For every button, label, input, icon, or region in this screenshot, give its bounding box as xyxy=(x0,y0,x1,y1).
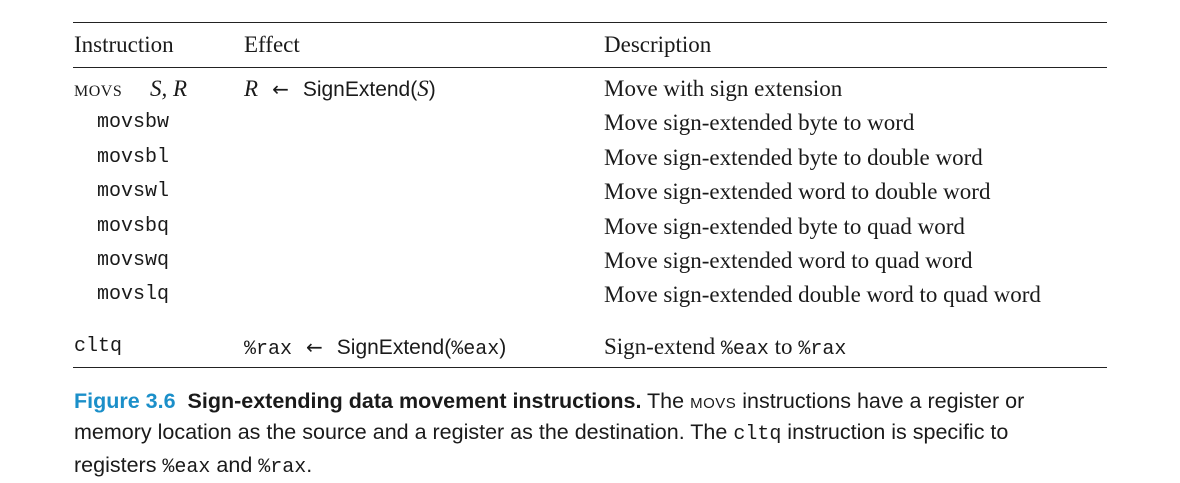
effect-destination: R xyxy=(244,76,259,101)
effect-close-paren: ) xyxy=(499,336,507,359)
caption-code: %eax xyxy=(162,456,211,479)
caption-text: instructions have a register or memory l… xyxy=(74,389,1025,444)
table-row: movsbw Move sign-extended byte to word xyxy=(0,106,1180,140)
description-cell: Move sign-extended byte to quad word xyxy=(604,214,965,239)
caption-code: %rax xyxy=(258,456,307,479)
header-instruction: Instruction xyxy=(74,32,174,57)
effect-cell: R ← SignExtend(S) xyxy=(244,72,436,106)
instruction-cell: cltq xyxy=(74,335,123,358)
caption-text: . xyxy=(306,453,313,477)
operands-cell: S, R xyxy=(150,76,188,101)
caption-text: The xyxy=(641,389,691,413)
table-row: movswl Move sign-extended word to double… xyxy=(0,175,1180,209)
instruction-cell: movslq xyxy=(97,283,170,306)
table-row-movs: movs S, R R ← SignExtend(S) Move with sign… xyxy=(0,72,1180,106)
description-prefix: Sign-extend xyxy=(604,334,721,359)
description-cell: Move sign-extended double word to quad w… xyxy=(604,282,1041,307)
header-description: Description xyxy=(604,32,712,57)
left-arrow-icon: ← xyxy=(272,77,289,101)
description-register: %rax xyxy=(798,338,847,361)
figure-title: Sign-extending data movement instruction… xyxy=(187,389,642,413)
instruction-cell: movs xyxy=(74,76,123,101)
table-row: movslq Move sign-extended double word to… xyxy=(0,278,1180,312)
figure-caption: Figure 3.6 Sign-extending data movement … xyxy=(74,386,1074,483)
table-row-cltq: cltq %rax←SignExtend(%eax) Sign-extend %… xyxy=(0,330,1180,364)
instruction-cell: movswl xyxy=(97,180,170,203)
table-header-row: Instruction Effect Description xyxy=(0,28,1180,62)
table-bottom-rule xyxy=(73,367,1107,368)
effect-close-paren: ) xyxy=(428,78,436,101)
effect-argument: %eax xyxy=(451,338,500,361)
description-cell: Sign-extend %eax to %rax xyxy=(604,330,846,364)
description-register: %eax xyxy=(720,338,769,361)
instruction-cell: movsbl xyxy=(97,146,170,169)
left-arrow-icon: ← xyxy=(306,335,323,359)
instruction-cell: movsbq xyxy=(97,215,170,238)
instruction-cell: movsbw xyxy=(97,111,170,134)
table-row: movswq Move sign-extended word to quad w… xyxy=(0,244,1180,278)
caption-code: movs xyxy=(690,389,737,413)
effect-destination: %rax xyxy=(244,338,293,361)
effect-argument: S xyxy=(417,76,429,101)
instruction-cell: movswq xyxy=(97,249,170,272)
table-header-rule xyxy=(73,67,1107,68)
caption-code: cltq xyxy=(733,423,782,446)
table-row: movsbq Move sign-extended byte to quad w… xyxy=(0,210,1180,244)
figure-label: Figure 3.6 xyxy=(74,389,176,413)
table-row: movsbl Move sign-extended byte to double… xyxy=(0,141,1180,175)
header-effect: Effect xyxy=(244,32,300,57)
caption-text: instruction is specific to registers xyxy=(74,420,1009,477)
effect-function: SignExtend( xyxy=(302,78,418,101)
effect-function: SignExtend( xyxy=(336,336,452,359)
effect-cell: %rax ← SignExtend(%eax) xyxy=(244,330,506,364)
description-middle: to xyxy=(768,334,799,359)
description-cell: Move with sign extension xyxy=(604,76,843,101)
description-cell: Move sign-extended byte to double word xyxy=(604,145,983,170)
description-cell: Move sign-extended word to quad word xyxy=(604,248,973,273)
description-cell: Move sign-extended byte to word xyxy=(604,110,915,135)
caption-text: and xyxy=(210,453,259,477)
description-cell: Move sign-extended word to double word xyxy=(604,179,991,204)
table-top-rule xyxy=(73,22,1107,23)
